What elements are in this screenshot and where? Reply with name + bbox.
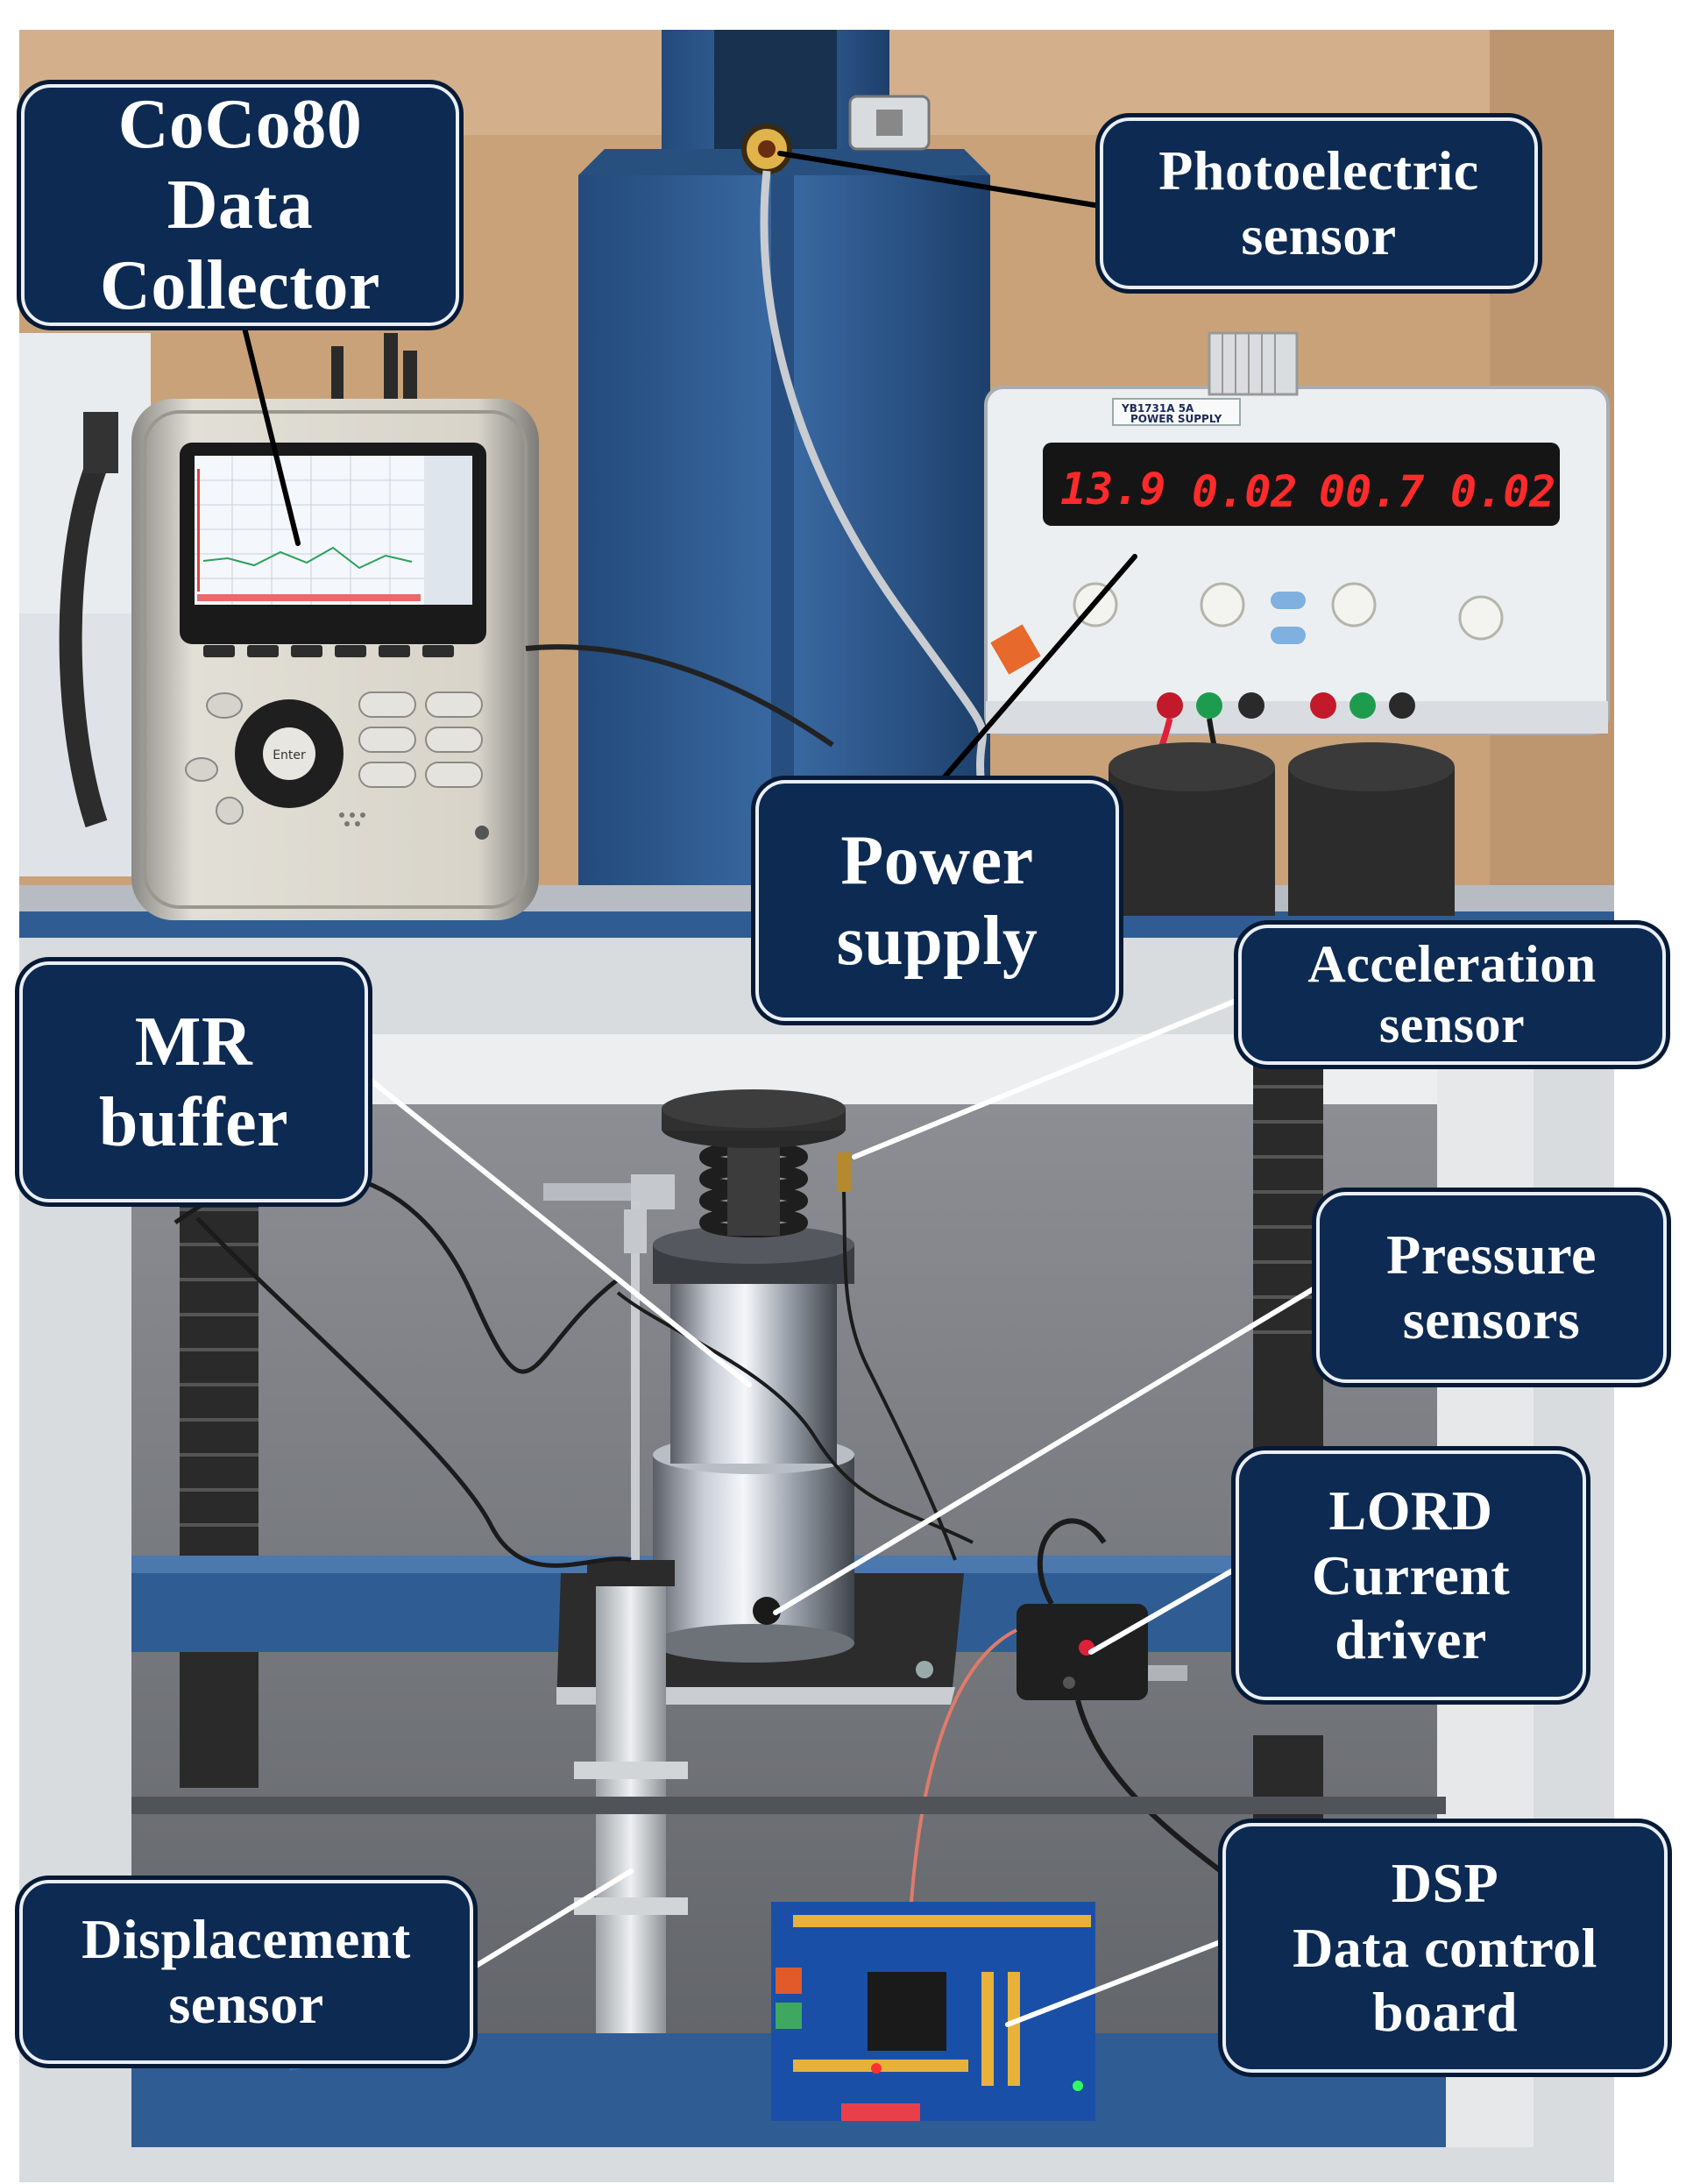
lord-driver-box bbox=[910, 1518, 1229, 1903]
mr-damper bbox=[653, 1089, 854, 1663]
callout-power-supply-line1: Power bbox=[840, 821, 1034, 899]
callout-acceleration-sensor: Acceleration sensor bbox=[1238, 925, 1666, 1065]
leader-power-supply bbox=[939, 554, 1137, 783]
ch2-current-readout: 0.02 bbox=[1450, 466, 1555, 517]
callout-mr-buffer: MR buffer bbox=[19, 961, 368, 1202]
callout-photoelectric-sensor: Photoelectric sensor bbox=[1100, 117, 1538, 289]
ch2-voltage-readout: 00.7 bbox=[1319, 466, 1424, 517]
callout-power-supply: Power supply bbox=[755, 780, 1119, 1021]
callout-dsp-board: DSP Data control board bbox=[1222, 1823, 1668, 2073]
pressure-sensor bbox=[753, 1597, 781, 1625]
callout-pressure-line1: Pressure bbox=[1386, 1223, 1597, 1287]
power-supply-model: YB1731A 5A bbox=[1121, 402, 1194, 415]
leader-pressure bbox=[773, 1286, 1317, 1615]
leader-displacement bbox=[471, 1868, 634, 1970]
callout-power-supply-line2: supply bbox=[836, 902, 1038, 980]
callout-lord-line1: LORD bbox=[1328, 1479, 1493, 1542]
callout-dsp-line2: Data control bbox=[1293, 1916, 1597, 1979]
callout-pressure-line2: sensors bbox=[1402, 1288, 1581, 1351]
leader-acceleration bbox=[852, 996, 1243, 1159]
callout-acceleration-line1: Acceleration bbox=[1307, 935, 1597, 993]
leader-dsp bbox=[1005, 1939, 1225, 2027]
callout-dsp-line3: board bbox=[1371, 1981, 1519, 2044]
leader-photoelectric bbox=[777, 151, 1102, 209]
callout-lord-current-driver: LORD Current driver bbox=[1236, 1450, 1586, 1700]
callout-photoelectric-line1: Photoelectric bbox=[1158, 139, 1479, 202]
callout-acceleration-line2: sensor bbox=[1378, 996, 1526, 1053]
dsp-board bbox=[771, 1902, 1095, 2121]
coco80-device: Enter bbox=[59, 333, 834, 920]
svg-text:Enter: Enter bbox=[273, 748, 306, 762]
leader-lines bbox=[241, 151, 1317, 2027]
ch1-voltage-readout: 13.9 bbox=[1060, 464, 1165, 514]
leader-mr-buffer bbox=[365, 1075, 752, 1387]
callout-displacement-line2: sensor bbox=[168, 1973, 324, 2035]
callout-displacement-sensor: Displacement sensor bbox=[19, 1880, 473, 2064]
power-supply-title: POWER SUPPLY bbox=[1130, 413, 1222, 425]
callout-lord-line2: Current bbox=[1311, 1543, 1511, 1606]
callout-mr-buffer-line2: buffer bbox=[98, 1083, 289, 1161]
callout-mr-buffer-line1: MR bbox=[134, 1003, 253, 1081]
callout-dsp-line1: DSP bbox=[1391, 1852, 1499, 1915]
leader-coco80 bbox=[241, 322, 301, 546]
callout-displacement-line1: Displacement bbox=[81, 1908, 411, 1971]
callout-coco80-line1: CoCo80 bbox=[117, 86, 363, 163]
callout-pressure-sensors: Pressure sensors bbox=[1316, 1192, 1667, 1383]
callout-lord-line3: driver bbox=[1335, 1608, 1487, 1671]
leader-lord bbox=[1088, 1566, 1238, 1655]
acceleration-sensor-body bbox=[837, 1152, 851, 1192]
ch1-current-readout: 0.02 bbox=[1192, 466, 1297, 517]
callout-coco80-line2: Data bbox=[166, 167, 314, 244]
callout-photoelectric-line2: sensor bbox=[1241, 204, 1397, 266]
callout-coco80-line3: Collector bbox=[100, 247, 380, 324]
power-supply-display bbox=[1043, 443, 1560, 526]
callout-coco80-data-collector: CoCo80 Data Collector bbox=[21, 84, 459, 326]
power-supply-unit: YB1731A 5A POWER SUPPLY 13.9 0.02 00.7 0… bbox=[984, 331, 1610, 916]
